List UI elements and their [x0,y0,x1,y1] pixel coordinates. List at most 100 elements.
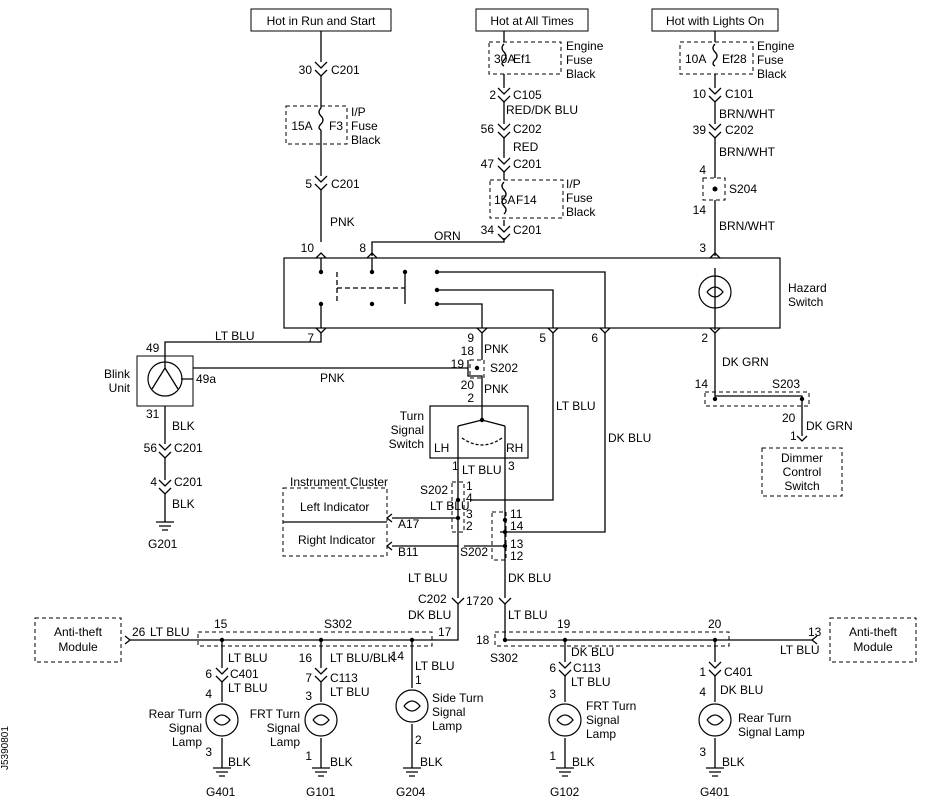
s302-pin-26: 26 [132,625,146,639]
pin-56a: 56 [481,122,495,136]
turn-switch-arc [461,437,503,446]
antitheft-right-2: Module [853,640,893,654]
wire-label-dk-blu-e: DK BLU [720,683,763,697]
pin-c202-17: 17 [466,594,480,608]
wire-label-lt-blu-g: LT BLU [150,625,190,639]
s202-pin-13: 13 [510,537,524,551]
rear-left-lamp-filament [213,714,231,726]
side-2: Signal [432,705,465,719]
antitheft-left-2: Module [58,640,98,654]
connector-c401-b [708,661,722,677]
fuse-ef1-desc3: Black [566,67,596,81]
wire-label-brn-wht-b: BRN/WHT [719,145,776,159]
label-c101: C101 [725,87,754,101]
fuse-ef1-amp: 30A [494,52,515,66]
wire-label-lt-blu-m: LT BLU [571,675,611,689]
pin-7: 7 [307,331,314,345]
pin-20a: 20 [461,378,475,392]
wire-label-dk-blu-b: DK BLU [508,571,551,585]
pin-fl-7: 7 [305,671,312,685]
ground-g401-right: G401 [700,785,730,799]
splice-s204-box [702,177,726,201]
wire-label-pnk-a: PNK [330,215,355,229]
frt-right-lamp-icon [548,703,582,737]
pin-turn-3: 3 [508,459,515,473]
s202-right-dot-a [502,517,508,523]
hazard-label-1: Hazard [788,281,827,295]
fuse-f3-icon [318,107,324,131]
ground-g401-left-icon [213,767,231,777]
label-c202-c: C202 [418,592,447,606]
wire-label-lt-blu-e: LT BLU [408,571,448,585]
wire-label-lt-blu-k: LT BLU [415,659,455,673]
splice-s202-upper-dot [474,365,480,371]
frt-left-2: Signal [267,721,300,735]
pin-49a: 49a [196,372,216,386]
wire-label-blk-d: BLK [330,755,353,769]
s302-pin-13: 13 [808,625,822,639]
wire-dk-blu-hazard6 [500,333,606,533]
label-c401-a: C401 [230,667,259,681]
fuse-ef28-desc1: Engine [757,39,795,53]
blink-unit-symbol [151,356,193,390]
label-c201-f: C201 [174,475,203,489]
label-c201-e: C201 [174,441,203,455]
wire-turn-outputs [457,458,506,598]
hazard-label-2: Switch [788,295,823,309]
side-lamp-filament [403,700,421,712]
s202-pin-14: 14 [510,519,524,533]
dimmer-2: Control [783,465,822,479]
rear-right-1: Rear Turn [738,711,791,725]
connector-c202-b [708,123,722,139]
pin-side-14: 14 [391,649,405,663]
pin-s203-20: 20 [782,411,796,425]
ground-g102: G102 [550,785,580,799]
pin-rr-1: 1 [699,665,706,679]
pin-14a: 14 [693,203,707,217]
turn-switch-pivot [479,417,485,423]
pin-b11: B11 [398,545,419,559]
turn-label-1: Turn [400,409,424,423]
label-s302-left: S302 [324,617,352,631]
connector-c201-f [158,479,172,495]
wire-label-red: RED [513,140,539,154]
wire-label-dk-blu-d: DK BLU [571,645,614,659]
rear-right-lamp-filament [706,714,724,726]
pin-49: 49 [146,341,160,355]
connector-c101 [708,87,722,103]
fuse-f3-desc2: Fuse [351,119,378,133]
fuse-ef1-box [488,41,562,75]
frt-right-3: Lamp [586,727,616,741]
ground-g401-left: G401 [206,785,236,799]
pin-fr-1: 1 [549,749,556,763]
fuse-ef28-icon [712,43,718,67]
turn-switch-contacts [457,400,506,458]
instrument-cluster-label: Instrument Cluster [290,475,388,489]
label-c401-b: C401 [724,665,753,679]
hazard-dot-5 [402,269,408,275]
pin-39: 39 [693,123,707,137]
frt-left-1: FRT Turn [250,707,300,721]
antitheft-left-box [34,617,122,663]
fuse-f14-desc3: Black [566,205,596,219]
fuse-f14-box [489,179,564,219]
turn-label-3: Switch [389,437,424,451]
pin-47: 47 [481,157,495,171]
s203-dot-1 [712,396,718,402]
fuse-f3-id: F3 [329,119,343,133]
hazard-inputs [315,252,721,259]
hazard-dot-1 [318,269,324,275]
splice-s202-upper [469,359,485,379]
power-lights-on: Hot with Lights On [666,14,764,28]
hazard-outputs [315,327,721,334]
ground-g201: G201 [148,537,178,551]
label-c113-b: C113 [573,661,601,675]
pin-18: 18 [461,344,475,358]
fuse-ef28-box [679,41,754,75]
s202-left-dot-a [455,497,461,503]
fuse-ef1-id: Ef1 [513,52,531,66]
splice-s202-left [451,481,465,533]
hazard-dot-2 [318,301,324,307]
turn-label-lh: LH [434,441,449,455]
